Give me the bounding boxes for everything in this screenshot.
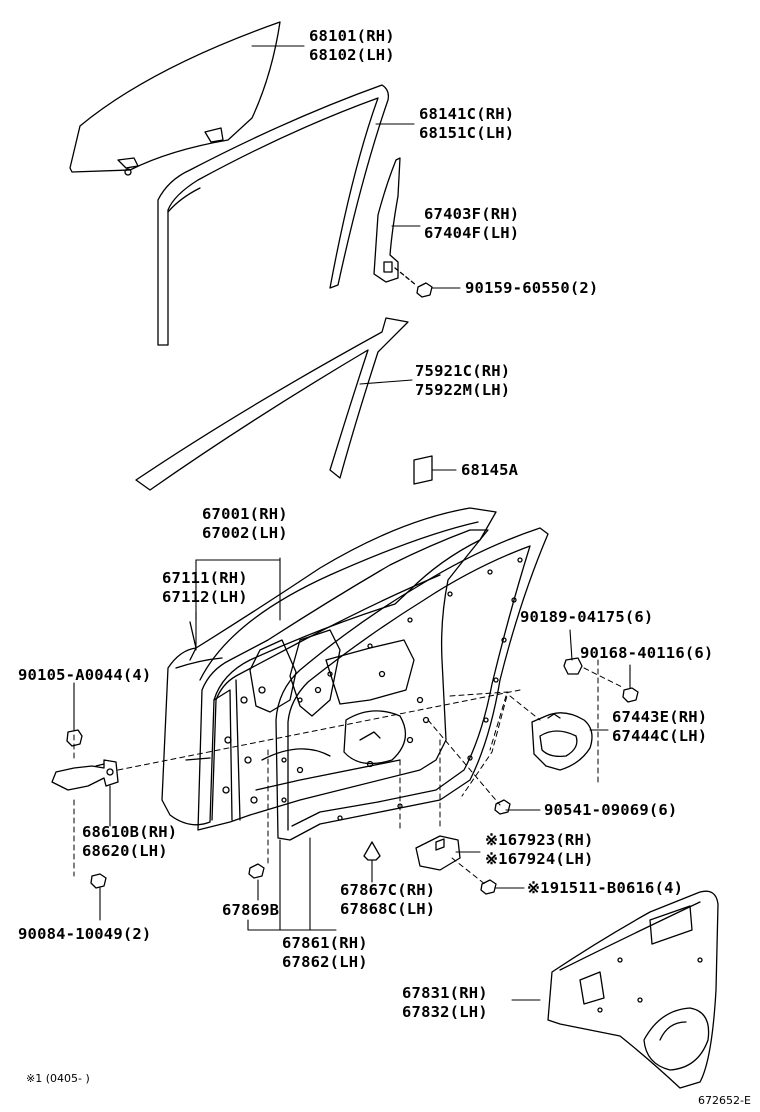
- label-run-channel: 68141C(RH)68151C(LH): [419, 105, 515, 142]
- weatherstrip-clip: [364, 842, 380, 860]
- label-clip-90189: 90189-04175(6): [520, 608, 654, 626]
- nut-90541: [495, 800, 510, 814]
- label-pad-68145a: 68145A: [461, 461, 519, 479]
- label-window-glass: 68101(RH)68102(LH): [309, 27, 395, 64]
- frame-molding: [136, 318, 408, 490]
- label-outer-panel: 67111(RH)67112(LH): [162, 569, 248, 606]
- label-weatherstrip: 67861(RH)67862(LH): [282, 934, 368, 971]
- bolt-90084: [91, 874, 106, 888]
- run-channel: [158, 85, 388, 345]
- plug-67869b: [249, 864, 264, 878]
- label-service-hole-cover: 67831(RH)67832(LH): [402, 984, 488, 1021]
- label-bolt-90105: 90105-A0044(4): [18, 666, 152, 684]
- label-bolt-91511: ※191511-B0616(4): [527, 879, 684, 897]
- footnote: ※1 (0405- ): [26, 1072, 90, 1085]
- division-bar: [374, 158, 400, 282]
- bolt-90105: [67, 730, 82, 746]
- door-hinge: [52, 760, 118, 790]
- label-plug-67869b: 67869B: [222, 901, 280, 919]
- figure-code: 672652-E: [698, 1094, 751, 1107]
- weatherstrip: [276, 528, 548, 840]
- screw-90168: [623, 688, 638, 702]
- bolt-90159: [395, 268, 432, 297]
- label-frame-molding: 75921C(RH)75922M(LH): [415, 362, 511, 399]
- pad-68145a: [414, 456, 432, 484]
- label-nut-90541: 90541-09069(6): [544, 801, 678, 819]
- door-outer-panel: [162, 508, 496, 825]
- door-inner-frame: [198, 530, 488, 830]
- label-bolt-90159: 90159-60550(2): [465, 279, 599, 297]
- mounting-lines: [74, 660, 624, 885]
- service-hole-cover: [548, 891, 718, 1088]
- bolt-91511: [481, 880, 496, 894]
- window-glass: [70, 22, 280, 175]
- cover-67923: [416, 836, 460, 870]
- label-bolt-90084: 90084-10049(2): [18, 925, 152, 943]
- label-cover-67923: ※167923(RH)※167924(LH): [485, 831, 594, 868]
- mounting-bracket-lines: [450, 692, 508, 796]
- label-hinge: 68610B(RH)68620(LH): [82, 823, 178, 860]
- leader-lines: [74, 46, 630, 1000]
- label-door-panel: 67001(RH)67002(LH): [202, 505, 288, 542]
- label-screw-90168: 90168-40116(6): [580, 644, 714, 662]
- label-division-bar: 67403F(RH)67404F(LH): [424, 205, 520, 242]
- label-weatherstrip-clip: 67867C(RH)67868C(LH): [340, 881, 436, 918]
- label-inner-trim-handle: 67443E(RH)67444C(LH): [612, 708, 708, 745]
- inside-handle: [532, 713, 592, 770]
- clip-90189: [564, 658, 582, 674]
